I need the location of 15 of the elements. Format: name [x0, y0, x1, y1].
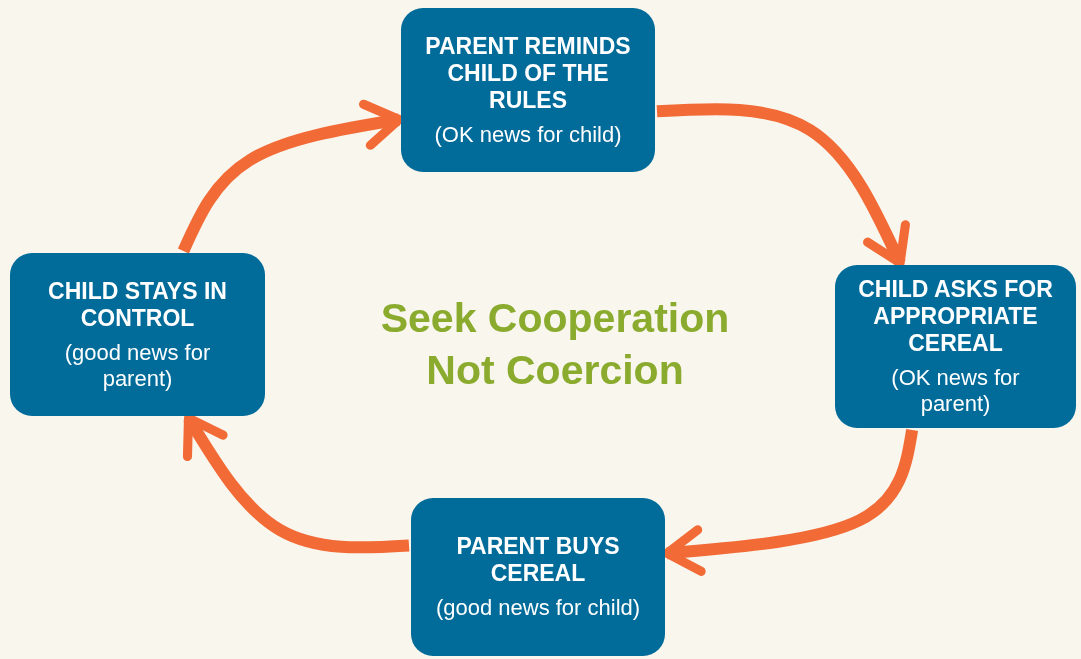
process-box [411, 498, 665, 656]
box-note: (OK news for child) [434, 121, 622, 148]
diagram-title: Seek Cooperation Not Coercion [379, 294, 731, 395]
box-heading: PARENT BUYS CEREAL [455, 533, 621, 587]
box-heading: CHILD ASKS FOR APPROPRIATE CEREAL [857, 276, 1054, 357]
box-note: (good news for parent) [63, 339, 212, 392]
process-box [835, 265, 1076, 428]
box-heading: PARENT REMINDS CHILD OF THE RULES [424, 32, 632, 114]
box-heading: CHILD STAYS IN CONTROL [47, 277, 228, 332]
box-note: (good news for child) [435, 595, 641, 621]
process-box [401, 8, 655, 172]
box-note: (OK news for parent) [890, 365, 1021, 417]
curved-arrow [182, 413, 410, 554]
process-box [10, 253, 265, 416]
curved-arrow [656, 103, 910, 268]
